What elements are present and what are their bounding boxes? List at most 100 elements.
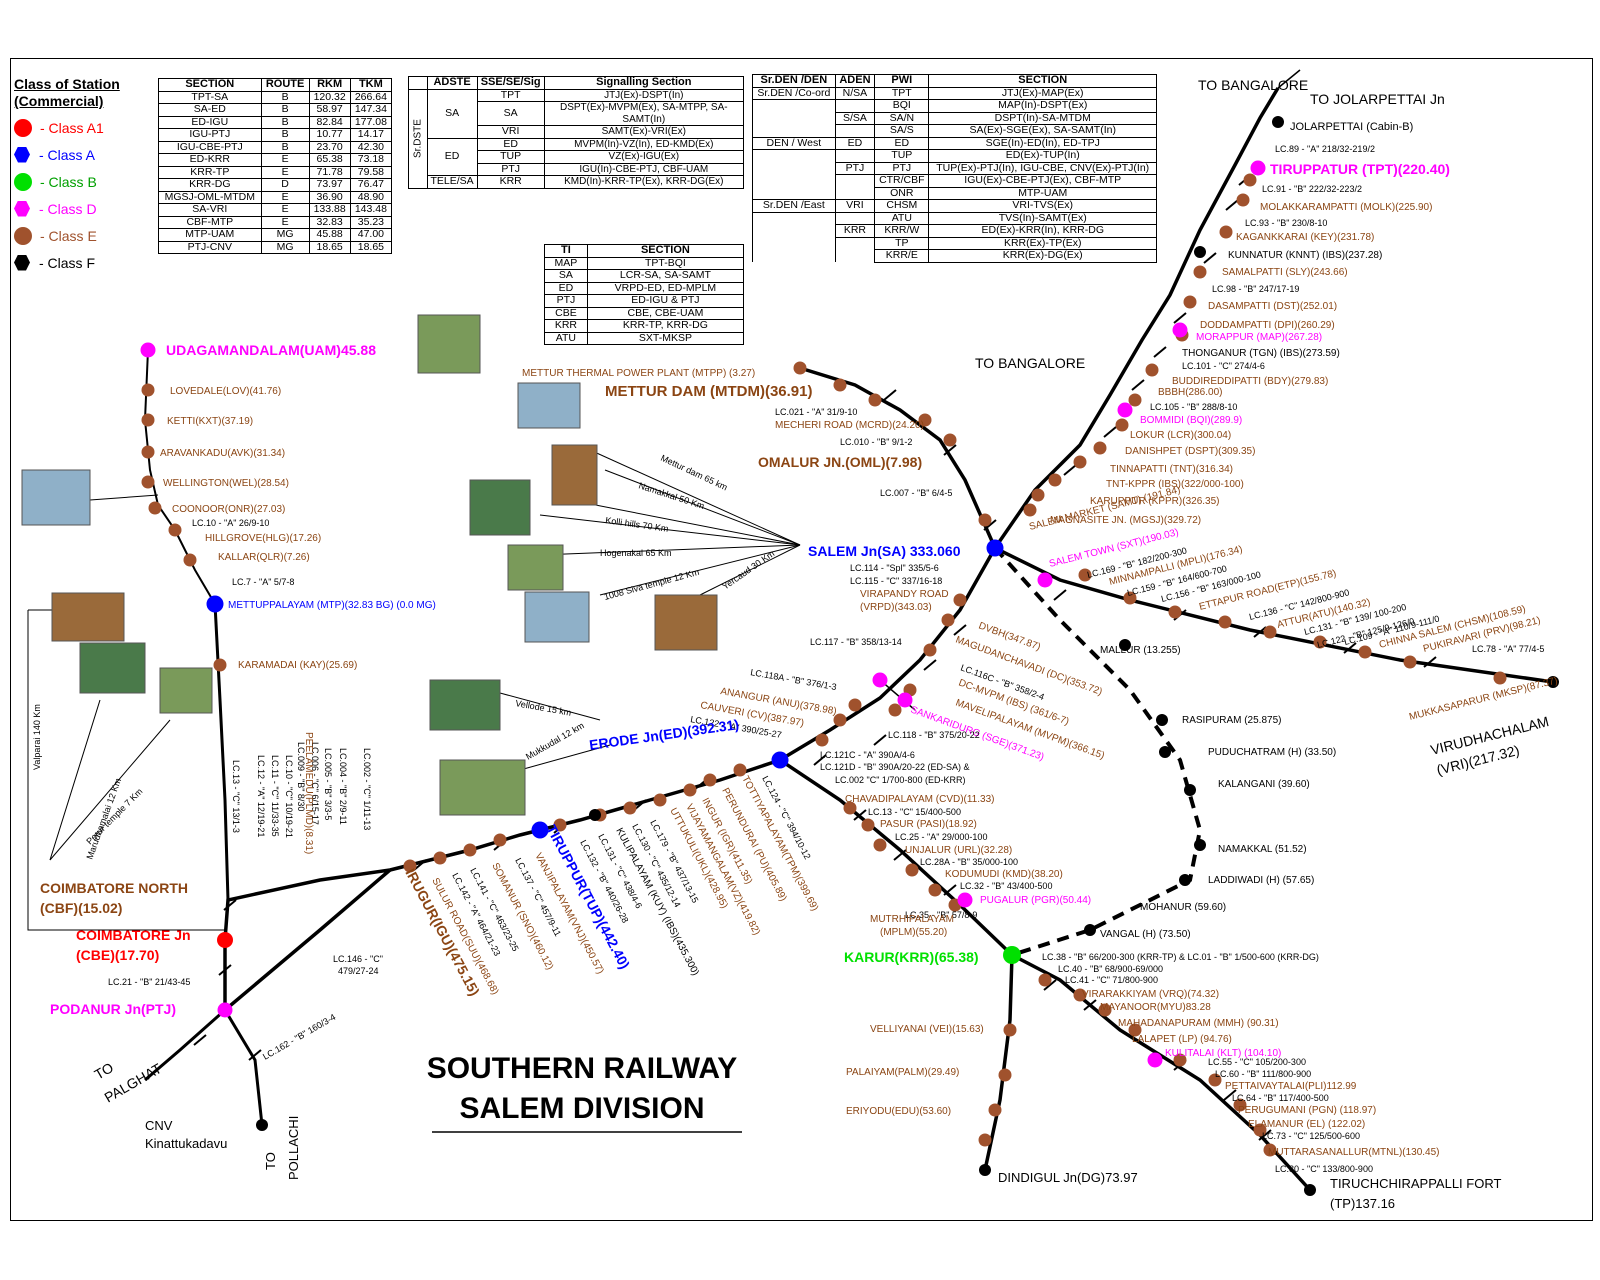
class-f-station: [1179, 874, 1191, 886]
class-e-station: [1193, 265, 1207, 279]
class-e-station: [141, 445, 155, 459]
class-e-station: [1048, 473, 1062, 487]
map-label: VELLIYANAI (VEI)(15.63): [870, 1024, 984, 1035]
map-label: WELLINGTON(WEL)(28.54): [163, 478, 289, 489]
to-jolarpettai-label: TO JOLARPETTAI Jn: [1310, 91, 1445, 107]
class-e-station: [403, 859, 417, 873]
class-e-station: [861, 818, 875, 832]
line-ed-krr: [779, 758, 1014, 957]
map-label: LC.60 - "B" 111/800-900: [1215, 1069, 1311, 1079]
class-e-station: [868, 393, 882, 407]
level-crossing-tick: [1103, 426, 1117, 438]
map-label: LC.73 - "C" 125/500-600: [1262, 1131, 1360, 1141]
class-a-station: [771, 751, 789, 769]
class-f-station: [1159, 746, 1171, 758]
tourist-pointer: [604, 469, 801, 546]
class-f-marker: [14, 254, 30, 271]
class-e-station: [1093, 441, 1107, 455]
map-label: VIRAPANDY ROAD: [860, 589, 949, 600]
class-e-station: [141, 475, 155, 489]
map-label: LC.006 - "C" 6/15-17: [310, 742, 320, 825]
map-label: LOKUR (LCR)(300.04): [1130, 430, 1231, 441]
level-crossing-tick: [1258, 1129, 1272, 1141]
map-label: TNT-KPPR (IBS)(322/000-100): [1106, 479, 1244, 490]
class-d-station: [217, 1002, 233, 1018]
tourist-pointer: [539, 544, 801, 556]
table-cell: KRR/E: [874, 249, 930, 263]
level-crossing-tick: [953, 624, 967, 636]
map-label: LC.13 - "C" 13/1-3: [231, 760, 241, 833]
level-crossing-tick: [943, 444, 957, 456]
map-label: LC.98 - "B" 247/17-19: [1212, 284, 1299, 294]
legend-label: - Class E: [40, 227, 97, 244]
class-d-station: [1147, 1052, 1163, 1068]
class-e-station: [1173, 1053, 1187, 1067]
class-f-station: [1084, 924, 1096, 936]
level-crossing-tick: [1225, 199, 1239, 211]
tourist-pointer: [519, 744, 611, 771]
map-label: LC.114 - "Spl" 335/5-6: [850, 563, 939, 573]
map-label: LC.121D - "B" 390A/20-22 (ED-SA) &: [820, 762, 969, 772]
legend-item-e: - Class E: [14, 222, 152, 249]
table-cell: [834, 149, 876, 162]
map-label: LC.12 - "A" 12/19-21: [256, 755, 266, 837]
class-e-station: [873, 838, 887, 852]
legend-subtitle: (Commercial): [14, 93, 104, 109]
map-label: RASIPURAM (25.875): [1182, 715, 1281, 726]
tourist-pointer: [699, 544, 801, 596]
class-e-station: [815, 733, 829, 747]
map-label: MAHADANAPURAM (MMH) (90.31): [1118, 1018, 1279, 1029]
line-to-pollachi: [223, 1009, 264, 1126]
level-crossing-tick: [223, 899, 237, 911]
class-d-station: [1172, 322, 1188, 338]
table-cell: VRI: [834, 199, 876, 213]
level-crossing-tick: [1253, 626, 1267, 638]
map-label: LC.007 - "B" 6/4-5: [880, 488, 952, 498]
class-a-station: [206, 595, 224, 613]
map-label: CHAVADIPALAYAM (CVD)(11.33): [845, 794, 994, 805]
map-label: BUDDIREDDIPATTI (BDY)(279.83): [1172, 376, 1328, 387]
level-crossing-tick: [813, 754, 827, 766]
class-e-station: [1313, 635, 1327, 649]
tourist-photo: [429, 679, 501, 731]
class-f-station: [1194, 839, 1206, 851]
map-label: TO: [263, 1152, 278, 1170]
tourist-photo: [524, 591, 590, 643]
class-e-station: [928, 883, 942, 897]
class-e-station: [1078, 568, 1092, 582]
legend-item-b: - Class B: [14, 168, 152, 195]
class-e-station: [1253, 1123, 1267, 1137]
class-e-station: [978, 513, 992, 527]
map-label: LC.021 - "A" 31/9-10: [775, 407, 857, 417]
map-label: LC.64 - "B" 117/400-500: [1232, 1093, 1329, 1103]
map-label: OMALUR JN.(OML)(7.98): [758, 454, 922, 470]
level-crossing-tick: [1203, 252, 1217, 264]
class-e-station: [905, 863, 919, 877]
class-f-station: [979, 1164, 991, 1176]
level-crossing-tick: [883, 389, 897, 401]
tourist-photo: [469, 479, 531, 536]
map-label: ERIYODU(EDU)(53.60): [846, 1106, 951, 1117]
map-label: BBBH(286.00): [1158, 387, 1222, 398]
class-e-station: [683, 783, 697, 797]
legend-label: - Class A1: [40, 119, 104, 136]
map-label: (VRPD)(343.03): [860, 602, 932, 613]
class-e-station: [463, 843, 477, 857]
map-label: LC.005 - "B" 3/3-5: [323, 748, 333, 820]
legend-label: - Class A: [39, 146, 96, 163]
to-bangalore-label: TO BANGALORE: [1198, 77, 1308, 93]
table-cell: KRR(Ex)-DG(Ex): [928, 249, 1157, 263]
class-e-station: [1243, 173, 1257, 187]
map-label: LALAPET (LP) (94.76): [1132, 1034, 1232, 1045]
legend-label: - Class D: [39, 200, 97, 217]
map-label: DINDIGUL Jn(DG)73.97: [998, 1170, 1138, 1185]
map-label: KUNNATUR (KNNT) (IBS)(237.28): [1228, 250, 1382, 261]
